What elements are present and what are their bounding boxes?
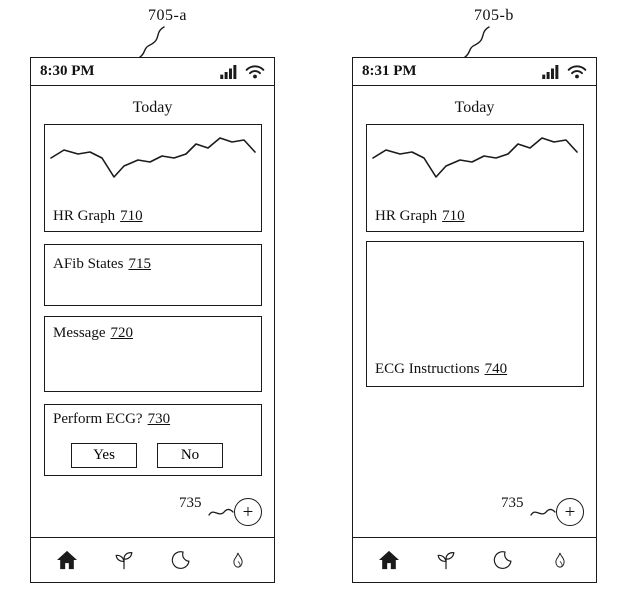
flame-icon — [555, 552, 565, 568]
signal-icon — [220, 64, 237, 79]
bottom-nav — [353, 537, 596, 582]
nav-item-moon[interactable] — [161, 542, 201, 578]
add-button-ref: 735 — [501, 495, 524, 511]
figure-label-705a: 705-a — [148, 7, 187, 24]
figure-label-705b: 705-b — [474, 7, 514, 24]
status-icons — [220, 64, 265, 79]
add-button[interactable]: + — [234, 498, 262, 526]
pointer-line-735-a — [208, 508, 234, 516]
afib-states-label-text: AFib States — [53, 256, 124, 272]
wifi-icon — [245, 65, 265, 79]
nav-item-moon[interactable] — [483, 542, 523, 578]
hr-graph-line — [372, 137, 578, 178]
perform-ecg-label: Perform ECG?730 — [53, 411, 170, 428]
nav-item-home[interactable] — [369, 542, 409, 578]
nav-item-plant[interactable] — [104, 542, 144, 578]
add-button[interactable]: + — [556, 498, 584, 526]
moon-icon — [493, 551, 512, 569]
wifi-icon — [567, 65, 587, 79]
status-time: 8:30 PM — [40, 63, 95, 79]
hr-graph-line — [50, 137, 256, 178]
message-label-text: Message — [53, 325, 106, 341]
moon-icon — [171, 551, 190, 569]
flame-icon — [233, 552, 243, 568]
status-time: 8:31 PM — [362, 63, 417, 79]
no-button[interactable]: No — [157, 443, 223, 468]
ecg-instructions-ref: 740 — [484, 361, 508, 377]
nav-item-home[interactable] — [47, 542, 87, 578]
plant-icon — [437, 552, 455, 570]
ecg-instructions-label-text: ECG Instructions — [375, 361, 480, 377]
hr-graph-label-text: HR Graph — [53, 208, 116, 224]
page-title: Today — [132, 99, 173, 116]
message-ref: 720 — [110, 325, 134, 341]
hr-graph-ref: 710 — [442, 208, 465, 224]
yes-button[interactable]: Yes — [71, 443, 137, 468]
nav-item-flame[interactable] — [540, 542, 580, 578]
phone-a: 8:30 PM Today — [30, 57, 275, 583]
afib-states-ref: 715 — [128, 256, 151, 272]
signal-icon — [542, 64, 559, 79]
page-title: Today — [454, 99, 495, 116]
home-icon — [379, 550, 400, 570]
status-icons — [542, 64, 587, 79]
hr-graph-label-text: HR Graph — [375, 208, 438, 224]
nav-item-flame[interactable] — [218, 542, 258, 578]
plus-icon: + — [242, 501, 254, 523]
home-icon — [57, 550, 78, 570]
pointer-line-705a — [139, 26, 165, 58]
nav-item-plant[interactable] — [426, 542, 466, 578]
status-bar: 8:31 PM — [353, 58, 596, 86]
add-button-ref: 735 — [179, 495, 202, 511]
pointer-line-735-b — [530, 508, 556, 516]
pointer-line-705b — [464, 26, 490, 58]
perform-ecg-label-text: Perform ECG? — [53, 411, 143, 427]
bottom-nav — [31, 537, 274, 582]
plant-icon — [115, 552, 133, 570]
status-bar: 8:30 PM — [31, 58, 274, 86]
perform-ecg-ref: 730 — [147, 411, 171, 427]
hr-graph-ref: 710 — [120, 208, 143, 224]
perform-ecg-card: Perform ECG?730 Yes No — [44, 404, 262, 476]
phone-b: 8:31 PM Today — [352, 57, 597, 583]
plus-icon: + — [564, 501, 576, 523]
